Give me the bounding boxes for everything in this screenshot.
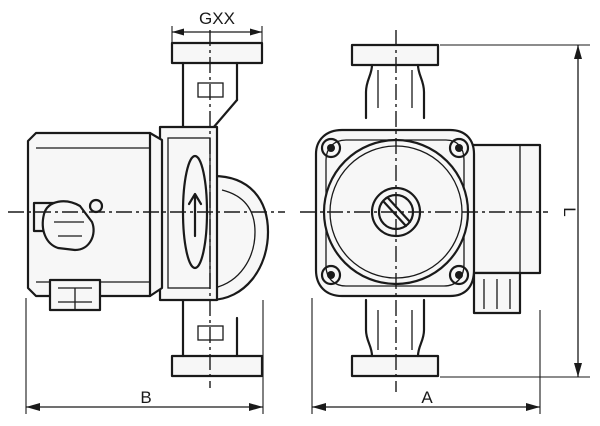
bolt-bottom-left-icon bbox=[320, 264, 342, 286]
side-volute bbox=[208, 174, 270, 302]
front-cable-gland-lines bbox=[483, 279, 511, 309]
gxx-label: GXX bbox=[199, 9, 235, 28]
side-view bbox=[8, 30, 285, 388]
bolt-top-right-icon bbox=[448, 137, 470, 159]
l-arrow-bottom-icon bbox=[574, 363, 582, 377]
front-bottom-neck-inner bbox=[377, 310, 413, 350]
front-vent-screw-slot bbox=[382, 196, 412, 228]
side-top-chamfer bbox=[211, 98, 239, 130]
bolt-bottom-right-icon bbox=[448, 264, 470, 286]
side-top-flange bbox=[170, 41, 264, 65]
bolt-top-right-center bbox=[455, 144, 463, 152]
a-arrow-left-icon bbox=[312, 403, 326, 411]
speed-selector-knob-icon bbox=[41, 200, 95, 252]
side-terminal-lines bbox=[58, 287, 92, 310]
l-arrow-top-icon bbox=[574, 45, 582, 59]
front-terminal-box-edge bbox=[519, 144, 541, 274]
side-volute-inner bbox=[213, 189, 256, 289]
front-top-flange bbox=[350, 43, 440, 67]
dimension-a: A bbox=[311, 298, 541, 414]
dimension-gxx: GXX bbox=[171, 9, 263, 45]
side-top-neck bbox=[181, 61, 239, 130]
b-arrow-left-icon bbox=[26, 403, 40, 411]
side-bottom-flange bbox=[170, 354, 264, 378]
bolt-top-left-center bbox=[327, 144, 335, 152]
front-mounting-bolts bbox=[320, 137, 470, 286]
side-knob-grip bbox=[54, 221, 84, 237]
b-arrow-right-icon bbox=[249, 403, 263, 411]
side-flow-arrow-icon bbox=[187, 192, 203, 238]
front-view bbox=[300, 30, 548, 392]
gxx-arrow-left-icon bbox=[172, 28, 184, 36]
front-top-neck bbox=[364, 63, 426, 120]
a-arrow-right-icon bbox=[526, 403, 540, 411]
gxx-arrow-right-icon bbox=[250, 28, 262, 36]
bolt-top-left-icon bbox=[320, 137, 342, 159]
front-top-neck-inner bbox=[377, 70, 413, 108]
dimension-b: B bbox=[25, 298, 264, 414]
dimension-l: L bbox=[440, 44, 590, 378]
side-bottom-neck bbox=[181, 298, 239, 358]
front-bottom-flange bbox=[350, 354, 440, 378]
b-label: B bbox=[140, 388, 151, 407]
front-bottom-neck bbox=[364, 298, 426, 358]
bolt-bottom-left-center bbox=[327, 271, 335, 279]
front-terminal-box bbox=[466, 143, 542, 275]
l-label: L bbox=[560, 207, 579, 216]
a-label: A bbox=[421, 388, 433, 407]
bolt-bottom-right-center bbox=[455, 271, 463, 279]
